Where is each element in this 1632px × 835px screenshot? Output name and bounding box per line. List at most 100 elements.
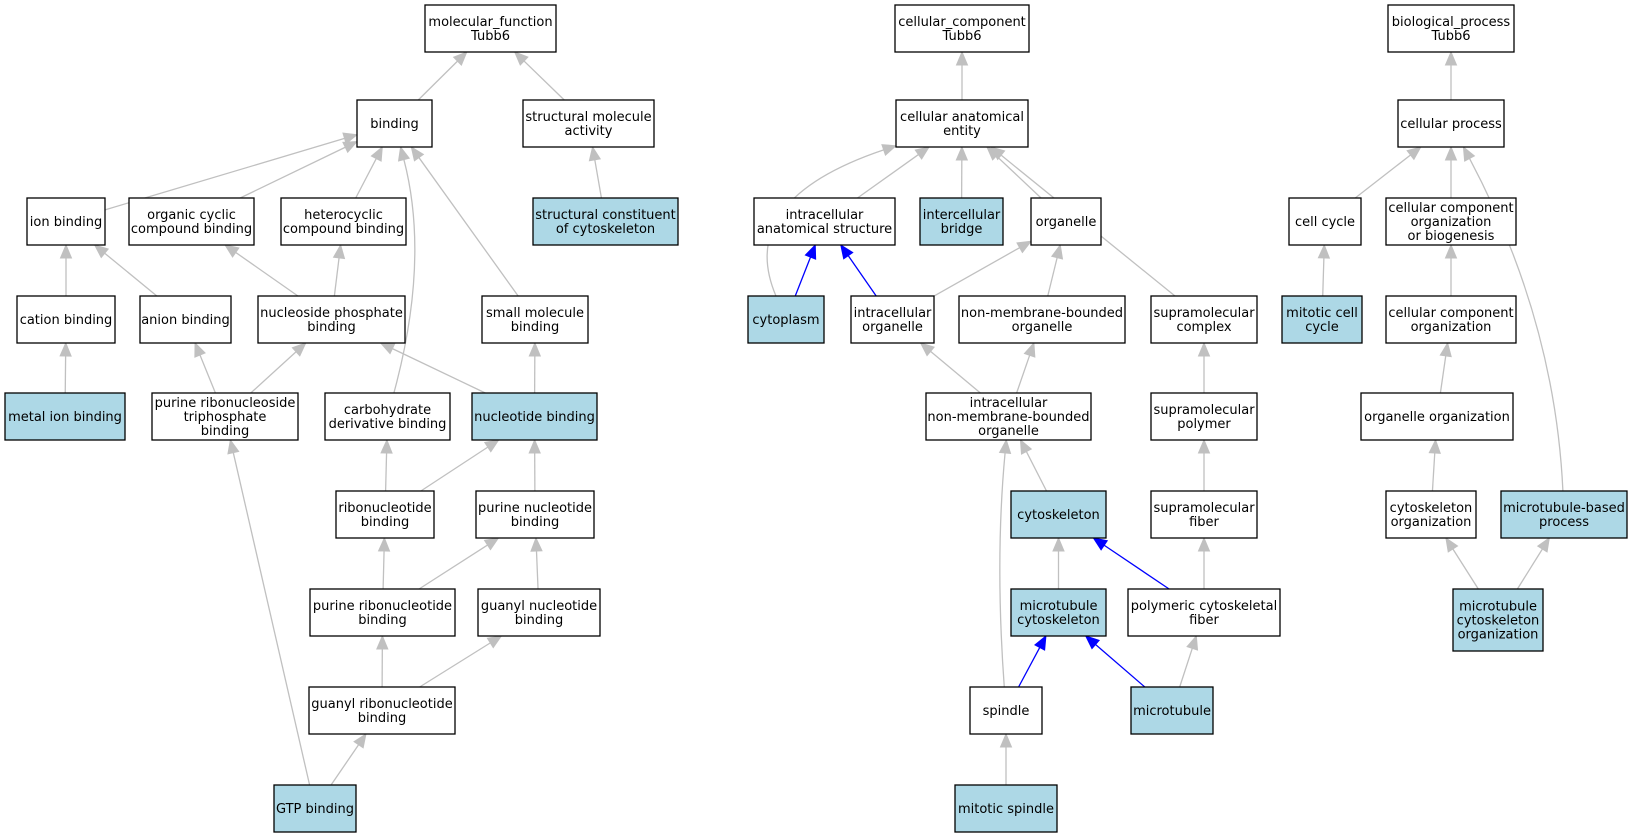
term-label: Tubb6 — [470, 29, 510, 44]
term-label: GTP binding — [276, 802, 354, 817]
edge-line — [1354, 154, 1411, 199]
term-box — [309, 588, 456, 637]
term-label: cellular_component — [898, 15, 1026, 30]
edge-line — [995, 155, 1042, 199]
term-box — [1127, 588, 1281, 637]
term-label: binding — [358, 613, 406, 628]
edge-oo-to-cco — [1439, 341, 1452, 394]
arrowhead — [380, 438, 393, 454]
arrowhead — [804, 243, 817, 260]
arrowhead — [1536, 536, 1550, 553]
edge-line — [857, 154, 919, 199]
edge-line — [1095, 644, 1146, 688]
term-label: purine ribonucleotide — [313, 599, 452, 614]
arrowhead — [1016, 240, 1033, 254]
term-label: anatomical structure — [757, 222, 892, 237]
go-term-spindle: spindle — [969, 686, 1043, 735]
term-box — [522, 99, 655, 148]
term-label: organization — [1411, 320, 1492, 335]
term-label: supramolecular — [1153, 306, 1255, 321]
edge-line — [420, 446, 489, 492]
term-label: structural molecule — [525, 110, 651, 125]
term-label: or biogenesis — [1408, 229, 1495, 244]
term-box — [753, 197, 896, 246]
edge-line — [382, 550, 385, 590]
term-label: cycle — [1305, 320, 1339, 335]
term-label: spindle — [983, 704, 1030, 719]
arrowhead — [291, 342, 307, 357]
go-term-nucleotide-binding: nucleotide binding — [471, 392, 598, 441]
arrowhead — [881, 144, 898, 156]
edge-csk-to-inmbo — [1019, 438, 1048, 492]
arrowhead — [483, 537, 500, 551]
term-label: triphosphate — [184, 410, 267, 425]
term-label: supramolecular — [1153, 403, 1255, 418]
term-box — [954, 784, 1058, 833]
arrowhead — [194, 341, 206, 358]
term-label: Tubb6 — [1431, 29, 1471, 44]
term-label: organelle organization — [1364, 410, 1510, 425]
term-label: complex — [1176, 320, 1231, 335]
term-box — [471, 392, 598, 441]
arrowhead — [452, 51, 468, 66]
edge-line — [235, 251, 299, 297]
edge-mco-to-mbp — [1516, 536, 1550, 590]
edge-line — [418, 157, 519, 297]
arrowhead — [1317, 243, 1331, 259]
go-term-metal-ion-binding: metal ion binding — [4, 392, 126, 441]
edge-line — [330, 744, 360, 786]
arrowhead — [379, 342, 396, 355]
arrowhead — [1019, 438, 1033, 455]
edge-line — [933, 247, 1021, 297]
edge-grnb-to-gnb — [419, 635, 503, 688]
term-box — [324, 392, 451, 441]
term-box — [1010, 490, 1107, 539]
term-label: derivative binding — [329, 417, 447, 432]
edge-grnb-to-prnb — [376, 634, 389, 688]
arrowhead — [410, 145, 425, 162]
edge-inmbo-to-nmbo — [1016, 341, 1036, 394]
term-box — [969, 686, 1043, 735]
term-label: organization — [1411, 215, 1492, 230]
term-label: anion binding — [141, 313, 230, 328]
edge-smf-to-smp — [1197, 438, 1211, 491]
edge-prnb-to-pnb — [418, 537, 500, 590]
arrowhead — [530, 536, 543, 552]
term-label: bridge — [941, 222, 983, 237]
term-label: ribonucleotide — [338, 501, 431, 516]
term-label: cation binding — [20, 313, 113, 328]
arrowhead — [919, 342, 935, 357]
term-label: organization — [1391, 515, 1472, 530]
edge-prtb-to-npb — [250, 342, 307, 394]
edge-line — [1431, 452, 1436, 492]
edge-line — [1103, 544, 1170, 590]
arrowhead — [1092, 537, 1109, 551]
edge-mt-to-mtc — [1084, 635, 1146, 688]
term-box — [919, 197, 1004, 246]
edge-cyto-to-ias — [794, 243, 817, 297]
arrowhead — [486, 635, 503, 649]
arrowhead — [588, 145, 602, 162]
arrowhead — [227, 438, 240, 455]
edge-gtp-to-grnb — [330, 732, 367, 786]
edge-mt-to-pcf — [1179, 634, 1199, 688]
term-box — [1150, 295, 1258, 344]
go-term-cytoplasm: cytoplasm — [747, 295, 825, 344]
term-box — [925, 392, 1092, 441]
arrowhead — [224, 244, 240, 258]
edge-line — [1047, 257, 1058, 297]
term-label: binding — [511, 320, 559, 335]
term-label: fiber — [1189, 613, 1219, 628]
go-term-gtp-binding: GTP binding — [273, 784, 357, 833]
